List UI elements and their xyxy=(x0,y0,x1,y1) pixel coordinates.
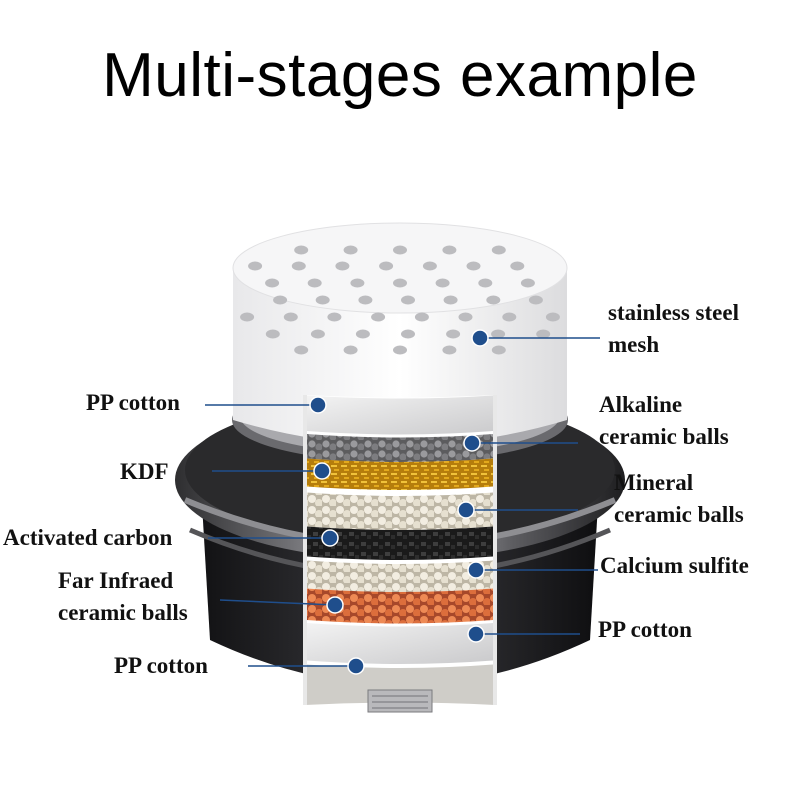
cap-hole xyxy=(478,278,493,288)
label-line: mesh xyxy=(608,332,660,357)
marker-activated-carbon xyxy=(321,529,339,547)
cap-hole xyxy=(327,312,342,322)
cap-hole xyxy=(240,312,255,322)
label-line: stainless steel xyxy=(608,300,739,325)
marker-kdf xyxy=(313,462,331,480)
cap-hole xyxy=(442,345,457,355)
outlet-nozzle xyxy=(367,689,433,713)
cap-hole xyxy=(310,329,325,339)
cap-hole xyxy=(393,278,407,288)
cap-hole xyxy=(545,312,560,322)
cap-hole xyxy=(283,312,298,322)
label-alkaline-ceramic-balls: Alkaline ceramic balls xyxy=(599,389,729,453)
cap-hole xyxy=(435,278,450,288)
cutaway-layers xyxy=(305,395,495,705)
cap-hole xyxy=(486,295,501,305)
cap-hole xyxy=(294,245,309,255)
marker-pp-cotton-right xyxy=(467,625,485,643)
cap-hole xyxy=(401,329,415,339)
cap-hole xyxy=(491,245,506,255)
cap-hole xyxy=(502,312,517,322)
label-pp-cotton-top: PP cotton xyxy=(86,390,180,415)
cap-hole xyxy=(358,295,373,305)
cap-hole xyxy=(520,278,535,288)
label-mineral-ceramic-balls: Mineral ceramic balls xyxy=(614,467,744,531)
cap-hole xyxy=(491,345,506,355)
cap-hole xyxy=(528,295,543,305)
cap-hole xyxy=(343,345,358,355)
label-line: Mineral xyxy=(614,470,694,495)
label-line: ceramic balls xyxy=(58,600,188,625)
label-activated-carbon: Activated carbon xyxy=(3,525,173,550)
label-line: Far Infraed xyxy=(58,568,174,593)
label-far-infrared-ceramic-balls: Far Infraed ceramic balls xyxy=(58,565,188,629)
cap-hole xyxy=(401,295,415,305)
cap-hole xyxy=(315,295,330,305)
leader-lines xyxy=(205,337,600,667)
cap-hole xyxy=(446,329,461,339)
cap-hole xyxy=(422,261,437,271)
cap-hole xyxy=(307,278,322,288)
label-pp-cotton-bottom: PP cotton xyxy=(114,653,208,678)
cap-hole xyxy=(466,261,481,271)
marker-far-infrared xyxy=(326,596,344,614)
cap-hole xyxy=(371,312,386,322)
cap-hole xyxy=(265,329,280,339)
cap-hole xyxy=(536,329,551,339)
marker-pp-cotton-bottom xyxy=(347,657,365,675)
cap-hole xyxy=(294,345,309,355)
marker-stainless-mesh xyxy=(471,329,489,347)
label-line: ceramic balls xyxy=(599,424,729,449)
cap-hole xyxy=(248,261,263,271)
cap-hole xyxy=(265,278,280,288)
cap-hole xyxy=(443,295,458,305)
label-stainless-steel-mesh: stainless steel mesh xyxy=(608,297,739,361)
cap-hole xyxy=(491,329,506,339)
cap-hole xyxy=(510,261,525,271)
label-kdf: KDF xyxy=(120,459,169,484)
page-title: Multi-stages example xyxy=(102,41,698,110)
cap-hole xyxy=(414,312,429,322)
marker-calcium-sulfite xyxy=(467,561,485,579)
cap-hole xyxy=(355,329,370,339)
cap-hole xyxy=(335,261,350,271)
marker-pp-cotton-top xyxy=(309,396,327,414)
cap-hole xyxy=(379,261,394,271)
label-line: ceramic balls xyxy=(614,502,744,527)
label-pp-cotton-right: PP cotton xyxy=(598,617,692,642)
cap-hole xyxy=(458,312,473,322)
label-calcium-sulfite: Calcium sulfite xyxy=(600,553,749,578)
cap-hole xyxy=(291,261,306,271)
marker-mineral xyxy=(457,501,475,519)
cap-hole xyxy=(343,245,358,255)
cap-hole xyxy=(393,245,407,255)
marker-alkaline xyxy=(463,434,481,452)
cap-hole xyxy=(393,345,407,355)
cap-hole xyxy=(350,278,365,288)
cap-hole xyxy=(273,295,288,305)
cap-hole xyxy=(442,245,457,255)
label-line: Alkaline xyxy=(599,392,683,417)
